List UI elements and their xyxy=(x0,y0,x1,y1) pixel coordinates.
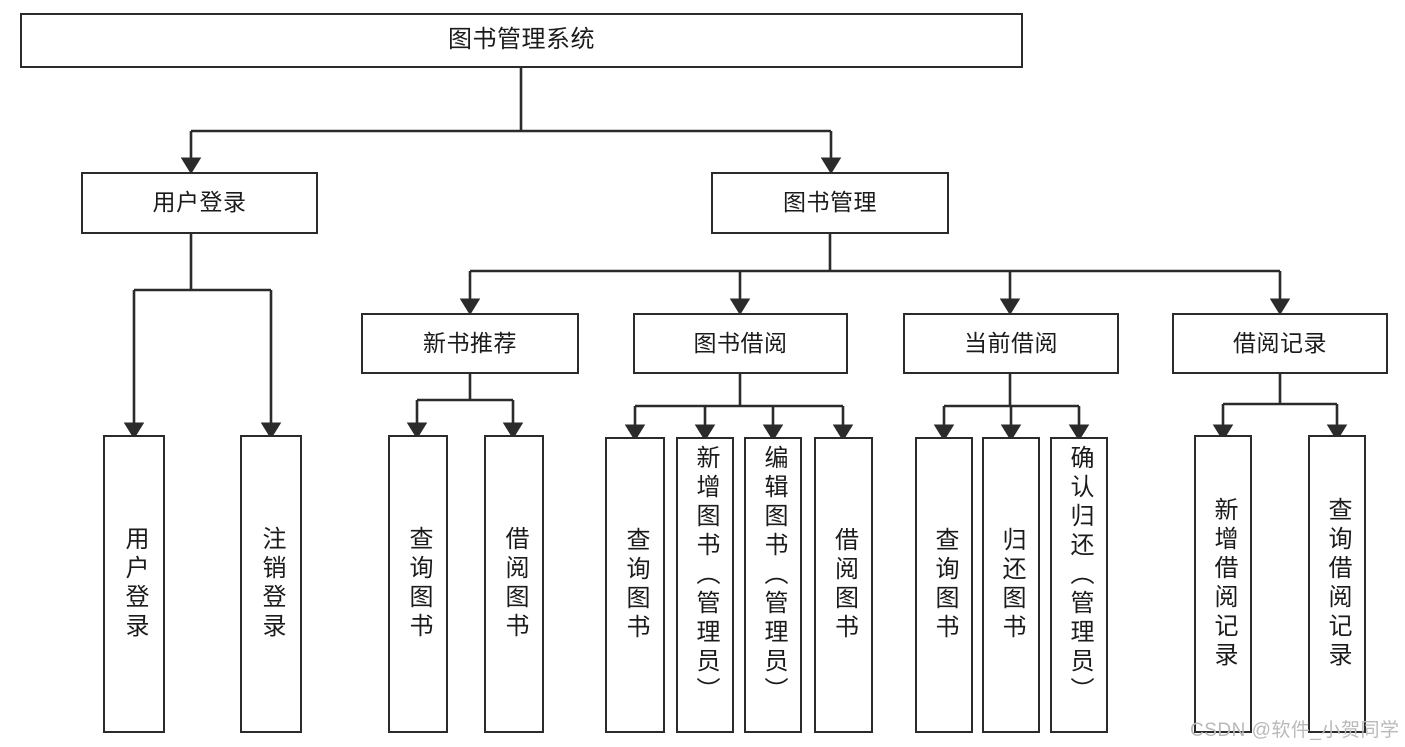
node-label: 借阅图书 xyxy=(830,527,858,643)
node-label: 注销登录 xyxy=(258,526,285,642)
node-label: 查询借阅记录 xyxy=(1324,497,1351,671)
node-label: 查询图书 xyxy=(931,527,958,643)
node-current-borrow[interactable]: 当前借阅 xyxy=(903,313,1119,374)
node-book-borrow[interactable]: 图书借阅 xyxy=(633,313,848,374)
node-label: 借阅图书 xyxy=(501,526,528,642)
node-label: 编辑图书（管理员） xyxy=(760,445,787,706)
node-label: 查询图书 xyxy=(622,527,649,643)
node-label: 图书借阅 xyxy=(693,329,788,356)
node-borrow-records[interactable]: 借阅记录 xyxy=(1172,313,1388,374)
node-label: 新书推荐 xyxy=(423,329,517,356)
node-label: 当前借阅 xyxy=(964,329,1058,356)
leaf-borrow-borrow-book[interactable]: 借阅图书 xyxy=(814,437,873,733)
node-label: 图书管理 xyxy=(783,189,877,216)
node-label: 用户登录 xyxy=(121,526,148,642)
leaf-borrow-query-book[interactable]: 查询图书 xyxy=(605,437,665,733)
node-user-login[interactable]: 用户登录 xyxy=(81,172,318,234)
leaf-recommend-query-book[interactable]: 查询图书 xyxy=(388,435,448,733)
node-new-book-recommend[interactable]: 新书推荐 xyxy=(361,313,579,374)
leaf-user-login-signin[interactable]: 用户登录 xyxy=(103,435,165,733)
node-label: 用户登录 xyxy=(152,189,247,216)
leaf-records-query-record[interactable]: 查询借阅记录 xyxy=(1308,435,1366,733)
watermark-text: CSDN @软件_小贺同学 xyxy=(1190,720,1400,741)
node-label: 借阅记录 xyxy=(1233,329,1327,356)
leaf-user-login-signout[interactable]: 注销登录 xyxy=(240,435,302,733)
leaf-current-return-book[interactable]: 归还图书 xyxy=(982,437,1040,733)
node-label: 新增图书（管理员） xyxy=(692,445,719,706)
node-label: 归还图书 xyxy=(998,527,1025,643)
node-book-management[interactable]: 图书管理 xyxy=(711,172,949,234)
leaf-borrow-add-book-admin[interactable]: 新增图书（管理员） xyxy=(676,437,734,733)
node-root-system[interactable]: 图书管理系统 xyxy=(20,13,1023,68)
leaf-current-query-book[interactable]: 查询图书 xyxy=(915,437,973,733)
node-label: 确认归还（管理员） xyxy=(1066,445,1093,706)
node-label: 查询图书 xyxy=(405,526,432,642)
node-label: 图书管理系统 xyxy=(448,26,595,54)
node-label: 新增借阅记录 xyxy=(1210,497,1237,671)
leaf-records-add-record[interactable]: 新增借阅记录 xyxy=(1194,435,1252,733)
leaf-recommend-borrow-book[interactable]: 借阅图书 xyxy=(484,435,544,733)
leaf-borrow-edit-book-admin[interactable]: 编辑图书（管理员） xyxy=(744,437,802,733)
leaf-current-confirm-return-admin[interactable]: 确认归还（管理员） xyxy=(1050,437,1108,733)
